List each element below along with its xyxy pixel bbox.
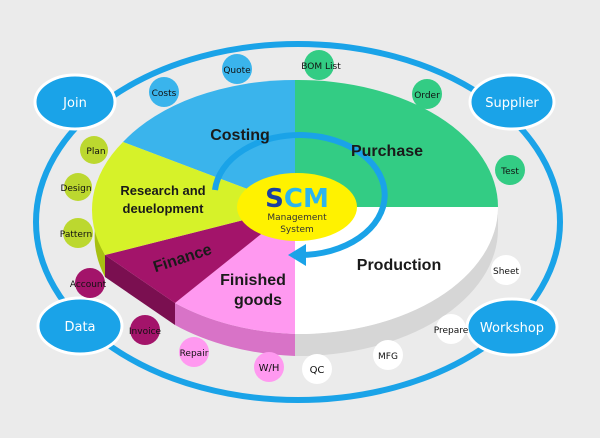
center-logo-cm: CM bbox=[284, 184, 329, 214]
side-finished-goods bbox=[175, 303, 295, 356]
hub-join: Join bbox=[33, 73, 117, 131]
bubble-quote-label: Quote bbox=[223, 66, 251, 76]
label-costing: Costing bbox=[210, 127, 270, 144]
bubble-sheet: Sheet bbox=[491, 255, 521, 285]
hub-data: Data bbox=[36, 296, 124, 356]
bubble-costs-label: Costs bbox=[152, 89, 177, 99]
outer-ring bbox=[33, 41, 563, 403]
bubble-bom-list-label: BOM List bbox=[301, 62, 341, 72]
bubble-mfg-label: MFG bbox=[378, 352, 398, 362]
bubble-invoice-label: Invoice bbox=[129, 327, 162, 337]
hub-workshop-label: Workshop bbox=[480, 321, 544, 336]
cycle-arrow bbox=[212, 132, 388, 258]
segment-research bbox=[91, 142, 296, 255]
bubble-pattern-label: Pattern bbox=[60, 230, 92, 240]
bubble-account: Account bbox=[70, 268, 107, 298]
center-logo-s: S bbox=[265, 184, 284, 214]
bubble-order: Order bbox=[412, 79, 442, 109]
label-production: Production bbox=[357, 257, 441, 274]
center-badge bbox=[237, 173, 357, 241]
bubble-pattern: Pattern bbox=[60, 218, 93, 248]
bubble-test-label: Test bbox=[500, 167, 519, 177]
hub-supplier-label: Supplier bbox=[485, 96, 539, 111]
segment-finance bbox=[105, 207, 295, 303]
label-research-1: Research and bbox=[120, 183, 205, 198]
segment-finished-goods bbox=[175, 207, 295, 334]
bubble-bom-list: BOM List bbox=[301, 50, 341, 80]
bubble-wh: W/H bbox=[254, 352, 284, 382]
bubble-repair: Repair bbox=[179, 337, 209, 367]
center-line2: System bbox=[280, 225, 314, 235]
bubble-plan-label: Plan bbox=[86, 147, 105, 157]
label-research-2: deuelopment bbox=[123, 201, 205, 216]
bubble-qc: QC bbox=[302, 354, 332, 384]
pie-top bbox=[91, 79, 498, 335]
bubble-qc-label: QC bbox=[310, 365, 325, 376]
bubble-prepare: Prepare bbox=[434, 314, 469, 344]
bubble-costs: Costs bbox=[149, 77, 179, 107]
center-logo: SCM bbox=[265, 184, 329, 214]
bubble-repair-label: Repair bbox=[180, 349, 209, 359]
bubble-quote: Quote bbox=[222, 54, 252, 84]
bubble-wh-label: W/H bbox=[259, 363, 280, 374]
hub-workshop: Workshop bbox=[465, 297, 559, 357]
bubble-invoice: Invoice bbox=[129, 315, 162, 345]
side-finance bbox=[105, 255, 175, 325]
bubble-plan: Plan bbox=[80, 136, 108, 164]
segment-purchase bbox=[295, 79, 498, 207]
hub-data-label: Data bbox=[64, 320, 95, 335]
segment-costing bbox=[123, 79, 295, 207]
segment-production bbox=[295, 207, 498, 335]
center-line1: Management bbox=[267, 213, 327, 223]
bubble-sheet-label: Sheet bbox=[493, 267, 519, 277]
side-research bbox=[94, 207, 105, 277]
bubble-test: Test bbox=[495, 155, 525, 185]
label-finished-goods-1: Finished bbox=[220, 272, 286, 289]
cycle-arrowhead-icon bbox=[288, 244, 306, 266]
bubble-mfg: MFG bbox=[373, 340, 403, 370]
side-production bbox=[295, 207, 498, 357]
bubble-design-label: Design bbox=[60, 184, 91, 194]
bubble-design: Design bbox=[60, 173, 92, 201]
bubble-account-label: Account bbox=[70, 280, 107, 290]
hub-supplier: Supplier bbox=[468, 73, 556, 131]
label-finished-goods-2: goods bbox=[234, 292, 282, 309]
hub-join-label: Join bbox=[62, 96, 87, 111]
pie-sides bbox=[94, 207, 498, 357]
bubble-order-label: Order bbox=[414, 91, 440, 101]
bubble-prepare-label: Prepare bbox=[434, 326, 469, 336]
label-purchase: Purchase bbox=[351, 143, 423, 160]
